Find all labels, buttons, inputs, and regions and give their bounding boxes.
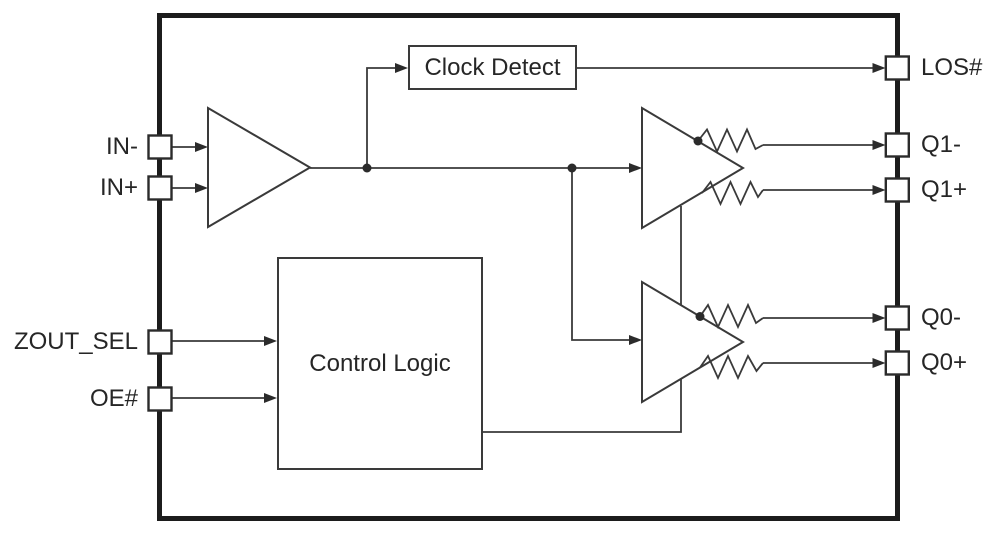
pin-pad-q0-plus (884, 350, 910, 376)
clock-detect-block: Clock Detect (408, 45, 577, 90)
pin-label-oe: OE# (89, 385, 138, 412)
pin-label-los: LOS# (921, 54, 983, 81)
arrowhead-q1-plus-icon (872, 185, 886, 195)
junction-dot-q1-top (693, 136, 703, 146)
junction-dot-q0-branch (567, 163, 577, 173)
pin-pad-los (884, 55, 910, 81)
resistor-q0-minus-icon (699, 302, 764, 330)
arrowhead-in-minus-icon (195, 142, 208, 152)
pin-pad-q1-plus (884, 177, 910, 203)
pin-label-q1-plus: Q1+ (921, 176, 968, 203)
junction-dot-q0-top (695, 312, 705, 321)
arrowhead-los-icon (872, 63, 886, 73)
arrowhead-q0-in-icon (629, 335, 642, 345)
pin-label-in-minus: IN- (106, 133, 138, 160)
resistor-q1-minus-icon (697, 127, 764, 154)
arrowhead-q1-in-icon (629, 163, 642, 173)
pin-label-q1-minus: Q1- (921, 131, 962, 158)
q1-output-buffer-symbol (641, 106, 745, 230)
control-logic-label: Control Logic (309, 349, 451, 377)
arrowhead-q0-minus-icon (872, 313, 886, 323)
pin-label-zout-sel: ZOUT_SEL (13, 328, 138, 355)
pin-pad-q0-minus (884, 305, 910, 331)
wire-to-clock-detect (366, 67, 397, 168)
pin-pad-oe (147, 386, 173, 412)
pin-label-in-plus: IN+ (99, 174, 138, 201)
resistor-q0-plus-icon (699, 353, 764, 381)
arrowhead-oe-icon (264, 393, 277, 403)
clock-detect-label: Clock Detect (424, 53, 561, 81)
arrowhead-q1-minus-icon (872, 140, 886, 150)
q0-output-buffer-symbol (641, 280, 745, 404)
input-buffer-symbol (207, 106, 312, 229)
resistor-q1-plus-icon (701, 179, 764, 207)
arrowhead-q0-plus-icon (872, 358, 886, 368)
arrowhead-zout-sel-icon (264, 336, 277, 346)
resistors (697, 127, 764, 381)
chip-outline (157, 13, 900, 521)
wire-control-to-buffers (483, 206, 682, 433)
junction-dot-clock-detect (362, 163, 372, 173)
pin-label-q0-minus: Q0- (921, 304, 962, 331)
arrowhead-in-plus-icon (195, 183, 208, 193)
pin-pad-zout-sel (147, 329, 173, 355)
arrowheads (195, 63, 886, 403)
wire-to-q0-buffer (571, 168, 630, 341)
pin-pad-in-plus (147, 175, 173, 201)
pin-pads (147, 55, 910, 412)
junction-dots (362, 136, 705, 321)
pin-pad-q1-minus (884, 132, 910, 158)
arrowhead-clock-detect-icon (395, 63, 408, 73)
pin-pad-in-minus (147, 134, 173, 160)
control-logic-block: Control Logic (277, 257, 483, 470)
pin-label-q0-plus: Q0+ (921, 349, 968, 376)
